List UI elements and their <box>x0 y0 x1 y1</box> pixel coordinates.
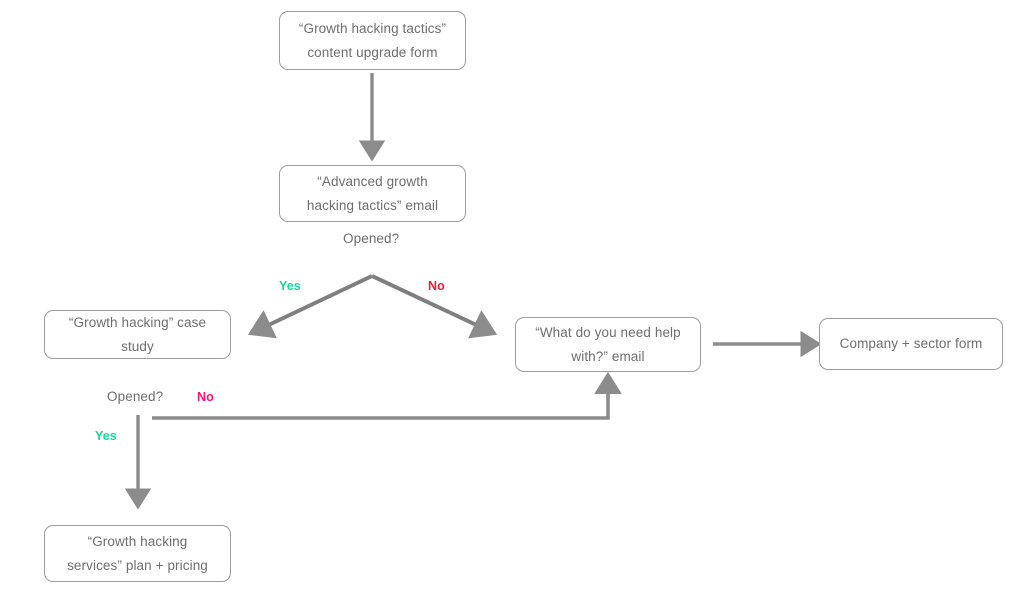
node-advanced-tactics-email-line2: hacking tactics” email <box>306 197 439 213</box>
node-company-sector-form-line1: Company + sector form <box>839 336 983 352</box>
node-case-study[interactable]: “Growth hacking” case study <box>44 310 231 359</box>
node-content-upgrade-form-line2: content upgrade form <box>307 44 438 60</box>
node-services-plan-pricing-line1: “Growth hacking <box>87 534 188 550</box>
label-branch-yes: Yes <box>279 279 301 293</box>
node-company-sector-form[interactable]: Company + sector form <box>819 318 1003 370</box>
node-content-upgrade-form-line1: “Growth hacking tactics” <box>298 21 447 37</box>
node-services-plan-pricing[interactable]: “Growth hacking services” plan + pricing <box>44 525 231 582</box>
node-advanced-tactics-email[interactable]: “Advanced growth hacking tactics” email <box>279 165 466 222</box>
label-loop-yes: Yes <box>95 429 117 443</box>
label-branch-no: No <box>428 279 445 293</box>
edge-branch-yes <box>247 274 373 339</box>
node-content-upgrade-form[interactable]: “Growth hacking tactics” content upgrade… <box>279 11 466 70</box>
node-services-plan-pricing-line2: services” plan + pricing <box>67 557 208 573</box>
label-opened-bottom: Opened? <box>107 389 164 404</box>
label-opened-top: Opened? <box>343 231 400 246</box>
edge-case-no-loop <box>152 371 623 420</box>
node-help-email-line1: “What do you need help <box>535 325 681 341</box>
node-help-email-line2: with?” email <box>571 348 645 364</box>
node-case-study-line1: “Growth hacking” case <box>68 315 207 331</box>
node-case-study-line2: study <box>121 338 154 354</box>
node-help-email[interactable]: “What do you need help with?” email <box>515 317 701 372</box>
node-advanced-tactics-email-line1: “Advanced growth <box>317 174 428 190</box>
label-loop-no: No <box>197 390 214 404</box>
